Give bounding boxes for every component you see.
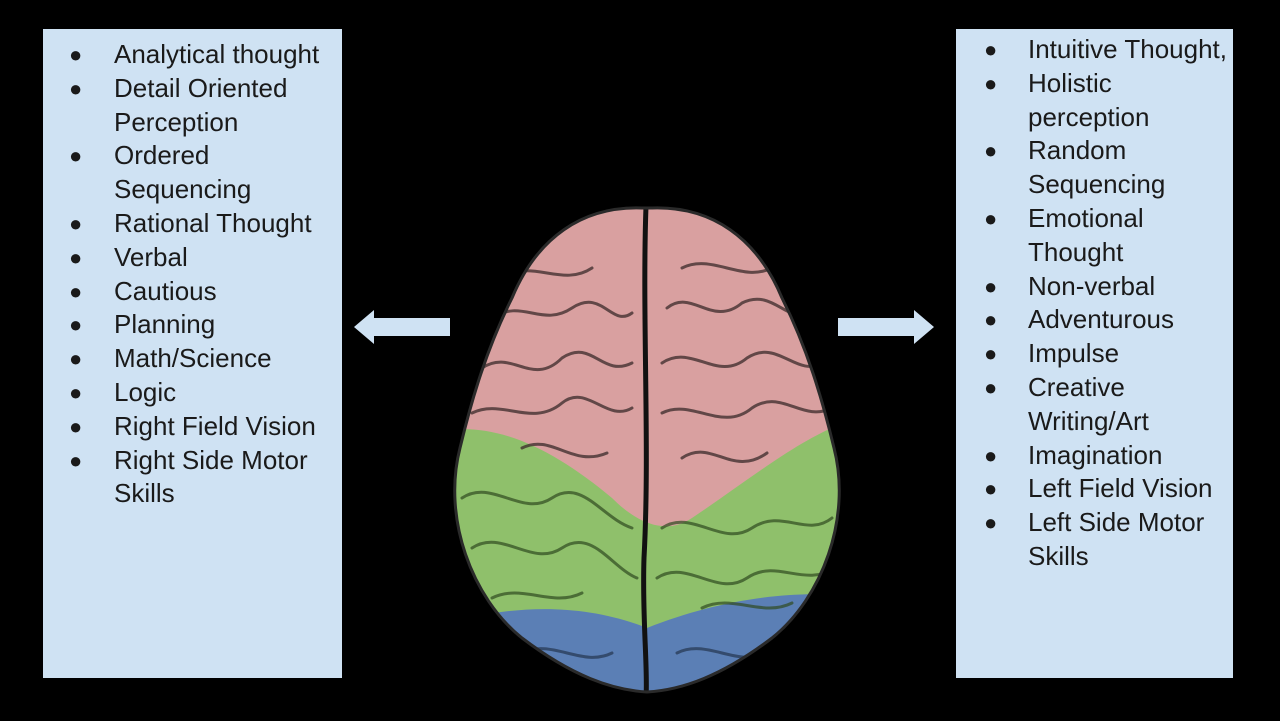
- list-item-text: Holistic perception: [1028, 67, 1150, 132]
- bullet-icon: ●: [69, 244, 83, 270]
- bullet-icon: ●: [984, 510, 998, 536]
- list-item: ● Intuitive Thought,: [956, 33, 1233, 67]
- bullet-icon: ●: [69, 312, 83, 338]
- bullet-icon: ●: [69, 413, 83, 439]
- list-item-text: Creative Writing/Art: [1028, 371, 1149, 436]
- bullet-icon: ●: [69, 278, 83, 304]
- left-hemisphere-list: ● Analytical thought ● Detail Oriented Per…: [43, 38, 342, 511]
- left-hemisphere-panel: ● Analytical thought ● Detail Oriented Per…: [43, 29, 342, 678]
- list-item: ● Rational Thought: [43, 207, 342, 241]
- bullet-icon: ●: [984, 138, 998, 164]
- list-item: ● Verbal: [43, 241, 342, 275]
- list-item-text: Right Side Motor Skills: [114, 444, 308, 509]
- bullet-icon: ●: [69, 143, 83, 169]
- bullet-icon: ●: [984, 70, 998, 96]
- right-hemisphere-panel: ● Intuitive Thought, ● Holistic perception…: [956, 29, 1233, 678]
- bullet-icon: ●: [984, 442, 998, 468]
- list-item-text: Ordered Sequencing: [114, 140, 252, 205]
- list-item-text: Non-verbal: [1028, 270, 1156, 301]
- list-item: ● Detail Oriented Perception: [43, 72, 342, 140]
- list-item: ● Emotional Thought: [956, 202, 1233, 270]
- list-item: ● Imagination: [956, 439, 1233, 473]
- list-item: ● Holistic perception: [956, 67, 1233, 135]
- list-item-text: Adventurous: [1028, 304, 1174, 335]
- list-item-text: Impulse: [1028, 338, 1120, 369]
- list-item-text: Planning: [114, 309, 216, 340]
- list-item: ● Logic: [43, 376, 342, 410]
- right-hemisphere-list: ● Intuitive Thought, ● Holistic perception…: [956, 33, 1233, 574]
- list-item: ● Cautious: [43, 275, 342, 309]
- list-item-text: Left Field Vision: [1028, 473, 1213, 504]
- list-item-text: Emotional Thought: [1028, 202, 1144, 267]
- bullet-icon: ●: [69, 447, 83, 473]
- bullet-icon: ●: [69, 346, 83, 372]
- list-item: ● Impulse: [956, 337, 1233, 371]
- bullet-icon: ●: [69, 379, 83, 405]
- list-item-text: Right Field Vision: [114, 410, 316, 441]
- bullet-icon: ●: [984, 273, 998, 299]
- list-item-text: Cautious: [114, 275, 217, 306]
- list-item: ● Analytical thought: [43, 38, 342, 72]
- list-item-text: Rational Thought: [114, 207, 312, 238]
- bullet-icon: ●: [984, 205, 998, 231]
- list-item-text: Verbal: [114, 241, 188, 272]
- arrow-right-icon: [838, 310, 934, 344]
- bullet-icon: ●: [984, 374, 998, 400]
- list-item: ● Random Sequencing: [956, 134, 1233, 202]
- bullet-icon: ●: [69, 210, 83, 236]
- bullet-icon: ●: [984, 307, 998, 333]
- list-item: ● Adventurous: [956, 303, 1233, 337]
- list-item-text: Left Side Motor Skills: [1028, 507, 1205, 571]
- list-item: ● Left Side Motor Skills: [956, 506, 1233, 574]
- list-item-text: Logic: [114, 376, 177, 407]
- bullet-icon: ●: [69, 75, 83, 101]
- list-item: ● Left Field Vision: [956, 472, 1233, 506]
- list-item-text: Detail Oriented Perception: [114, 72, 288, 137]
- list-item-text: Imagination: [1028, 439, 1163, 470]
- list-item: ● Right Side Motor Skills: [43, 444, 342, 512]
- list-item-text: Intuitive Thought,: [1028, 34, 1227, 64]
- bullet-icon: ●: [984, 341, 998, 367]
- list-item-text: Random Sequencing: [1028, 135, 1166, 200]
- brain-illustration: [453, 206, 841, 694]
- arrow-left-icon: [354, 310, 450, 344]
- bullet-icon: ●: [984, 476, 998, 502]
- list-item-text: Analytical thought: [114, 39, 320, 69]
- bullet-icon: ●: [69, 42, 83, 67]
- list-item: ● Right Field Vision: [43, 410, 342, 444]
- list-item: ● Ordered Sequencing: [43, 139, 342, 207]
- list-item: ● Non-verbal: [956, 270, 1233, 304]
- list-item-text: Math/Science: [114, 343, 272, 374]
- list-item: ● Creative Writing/Art: [956, 371, 1233, 439]
- bullet-icon: ●: [984, 37, 998, 62]
- list-item: ● Planning: [43, 308, 342, 342]
- list-item: ● Math/Science: [43, 342, 342, 376]
